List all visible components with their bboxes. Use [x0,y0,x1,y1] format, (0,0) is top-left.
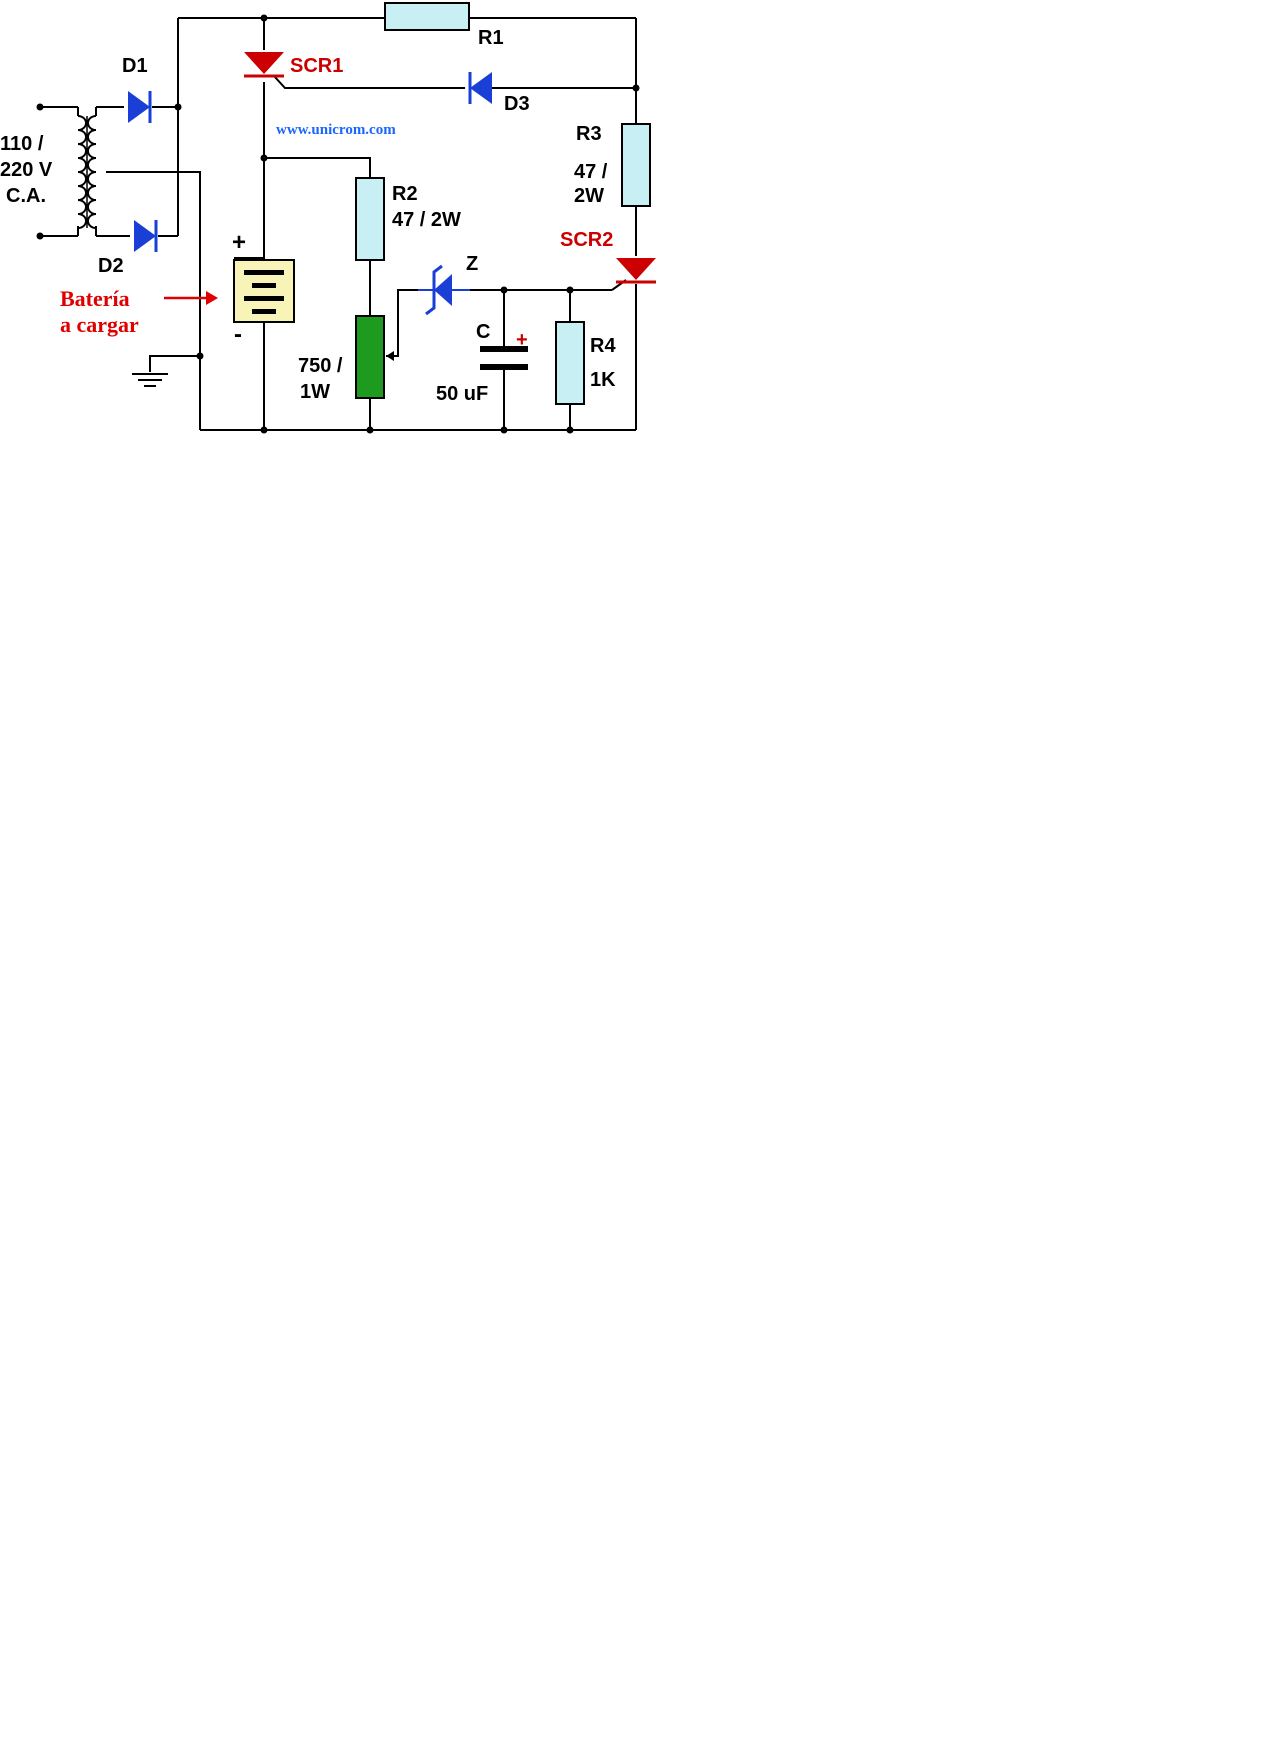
label-battery-minus: - [234,321,242,348]
capacitor-c [480,346,528,370]
label-battery-caption-2: a cargar [60,312,139,337]
battery-pointer-arrow-icon [164,291,218,305]
resistor-r3 [621,123,651,207]
diode-d1 [128,91,152,123]
label-r4: R4 [590,335,616,357]
potentiometer-750 [355,315,394,399]
label-input-voltage-3: C.A. [6,185,46,207]
label-pot-value-2: 1W [300,381,330,403]
label-r2: R2 [392,183,418,205]
label-scr2: SCR2 [560,229,613,251]
resistor-r2 [355,177,385,261]
label-r1: R1 [478,27,504,49]
diode-d2 [134,220,158,252]
label-battery-caption-1: Batería [60,286,130,311]
label-d2: D2 [98,255,124,277]
zener-diode-z [418,264,470,316]
label-input-voltage-2: 220 V [0,159,53,181]
label-c: C [476,321,490,343]
scr1-symbol [244,52,284,78]
transformer-symbol [77,115,97,229]
label-r3-value-1: 47 / [574,161,608,183]
label-c-plus: + [516,329,528,351]
label-scr1: SCR1 [290,55,343,77]
ground-icon [132,373,168,387]
scr2-symbol [616,258,656,284]
label-d3: D3 [504,93,530,115]
label-r4-value: 1K [590,369,616,391]
wiper-arrow-icon [386,351,394,361]
label-r3-value-2: 2W [574,185,604,207]
resistor-r1 [384,2,470,31]
label-r3: R3 [576,123,602,145]
diode-d3 [468,72,492,104]
label-pot-value-1: 750 / [298,355,343,377]
resistor-r4 [555,321,585,405]
label-battery-plus: + [232,229,246,256]
label-z: Z [466,253,478,275]
label-input-voltage-1: 110 / [0,133,44,155]
battery-symbol [233,259,295,323]
label-c-value: 50 uF [436,383,488,405]
transformer-secondary-coil [87,115,97,229]
label-r2-value: 47 / 2W [392,209,461,231]
label-d1: D1 [122,55,148,77]
wiring [40,17,637,431]
website-watermark: www.unicrom.com [276,122,396,138]
transformer-primary-coil [77,115,87,229]
junction-dots [36,14,640,434]
